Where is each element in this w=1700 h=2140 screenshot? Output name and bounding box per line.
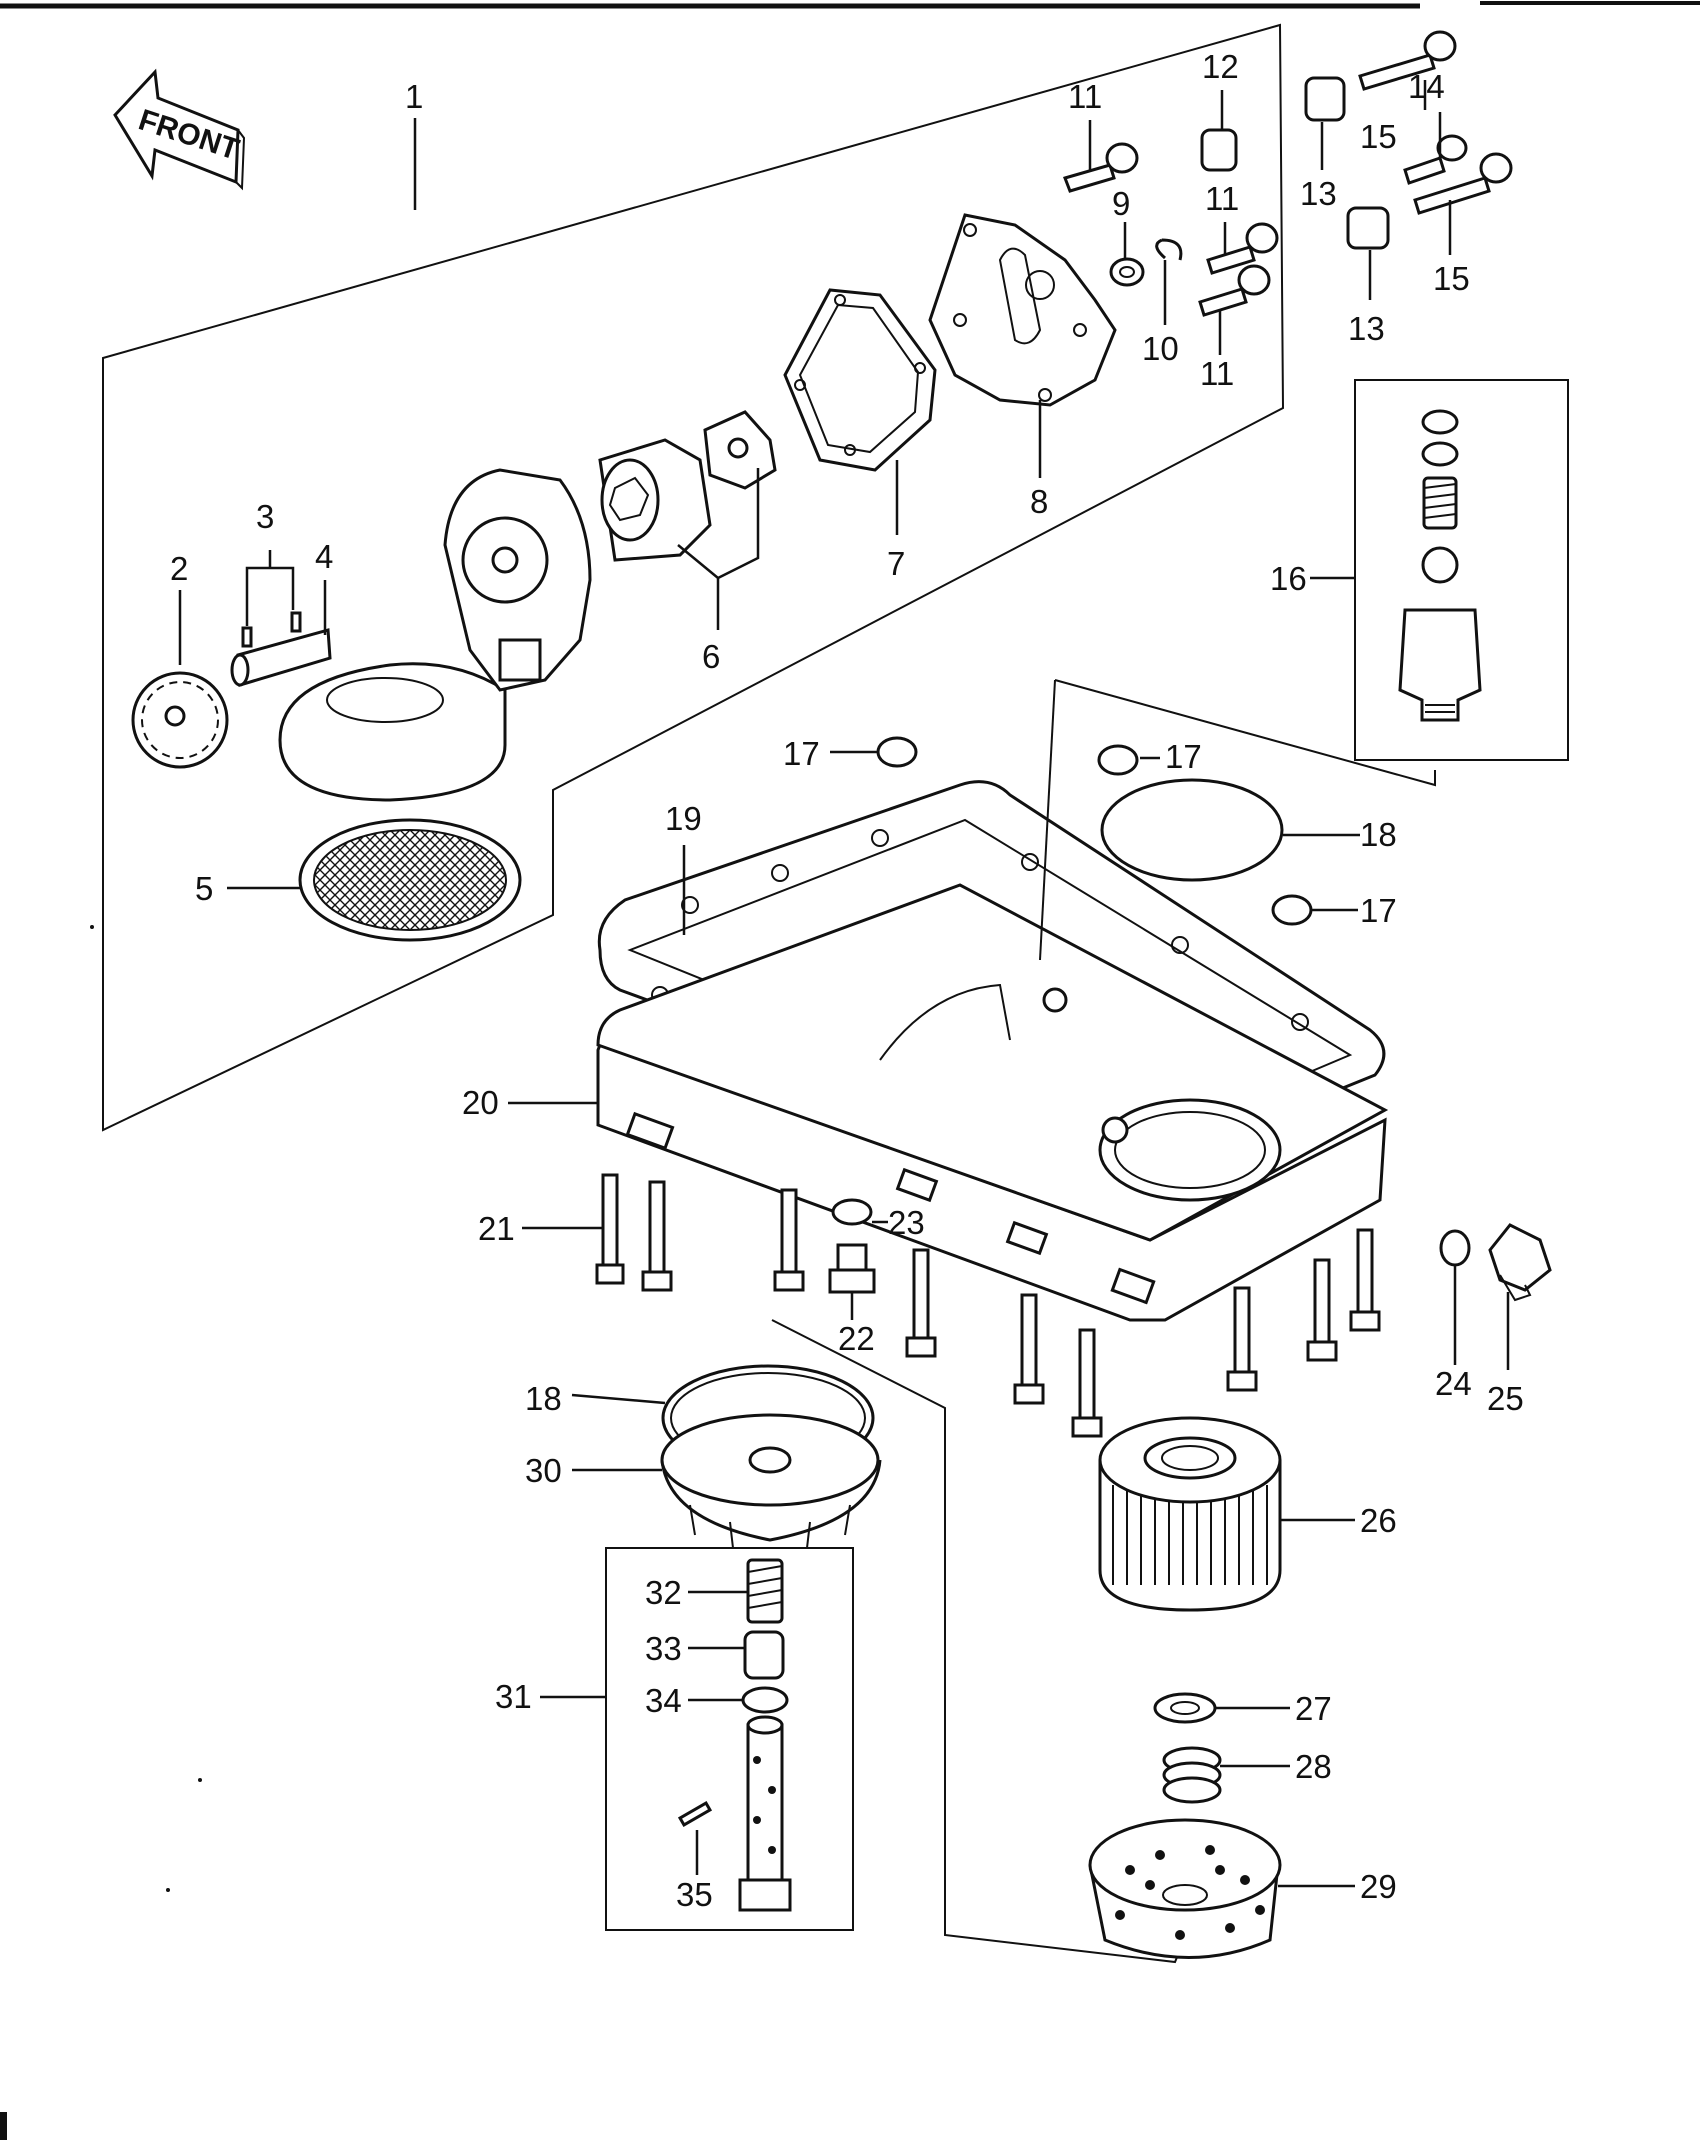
seal-ring-part xyxy=(876,736,918,768)
bolt-part xyxy=(1206,222,1279,275)
bolt-part xyxy=(1403,134,1468,185)
pan-group-outline xyxy=(1039,679,1056,961)
callout-number: 18 xyxy=(525,1380,562,1417)
callout-number: 35 xyxy=(676,1876,713,1913)
callout-number: 15 xyxy=(1360,118,1397,155)
filter-cover-part xyxy=(660,1413,882,1549)
seal-ring-part xyxy=(1097,744,1139,776)
washer-part xyxy=(1153,1692,1217,1724)
callout-number: 10 xyxy=(1142,330,1179,367)
relief-valve-parts xyxy=(1398,409,1482,722)
callout-number: 34 xyxy=(645,1682,682,1719)
pan-group-outline xyxy=(1054,679,1436,787)
scan-dot xyxy=(166,1888,170,1892)
pump-shaft-part xyxy=(230,628,332,687)
bypass-valve-parts xyxy=(677,1558,792,1912)
o-ring-part xyxy=(1100,778,1284,882)
bolt-part xyxy=(1358,30,1457,91)
oil-pan-part xyxy=(596,883,1389,1322)
pan-plug-part xyxy=(828,1243,876,1294)
callout-number: 22 xyxy=(838,1320,875,1357)
pan-bolt-part xyxy=(595,1173,1381,1438)
oil-pump-body-part xyxy=(278,468,592,802)
pump-gasket-part xyxy=(783,288,937,472)
oil-pump-sprocket-part xyxy=(131,671,229,769)
relief-valve-group-outline xyxy=(1354,379,1569,761)
callout-number: 11 xyxy=(1205,180,1239,217)
scan-dot xyxy=(198,1778,202,1782)
callout-number: 11 xyxy=(1200,355,1234,392)
spring-part xyxy=(1162,1746,1222,1804)
callout-number: 28 xyxy=(1295,1748,1332,1785)
callout-number: 12 xyxy=(1202,48,1239,85)
corner-mark xyxy=(0,2112,7,2140)
callout-number: 20 xyxy=(462,1084,499,1121)
callout-number: 24 xyxy=(1435,1365,1472,1402)
callout-number: 13 xyxy=(1348,310,1385,347)
callout-number: 23 xyxy=(888,1204,925,1241)
callout-number: 9 xyxy=(1112,185,1130,222)
callout-number: 29 xyxy=(1360,1868,1397,1905)
callout-number: 17 xyxy=(783,735,820,772)
clip-part xyxy=(1155,238,1183,261)
callout-number: 27 xyxy=(1295,1690,1332,1727)
callout-number: 7 xyxy=(887,545,905,582)
callout-number: 25 xyxy=(1487,1380,1524,1417)
spacer-part xyxy=(1304,76,1346,122)
filter-case-part xyxy=(1088,1818,1282,1959)
callout-number: 19 xyxy=(665,800,702,837)
callout-number: 33 xyxy=(645,1630,682,1667)
callout-number: 30 xyxy=(525,1452,562,1489)
callout-number: 14 xyxy=(1408,68,1445,105)
callout-number: 17 xyxy=(1360,892,1397,929)
inner-rotor-part xyxy=(703,410,777,490)
front-arrow-icon: FRONT xyxy=(113,68,246,191)
leader-lines xyxy=(178,80,1510,1888)
callout-number: 11 xyxy=(1068,78,1102,115)
callout-number: 4 xyxy=(315,538,333,575)
oil-filter-element-part xyxy=(1098,1416,1282,1612)
bolt-part xyxy=(1198,264,1271,317)
washer-hole xyxy=(1170,1701,1200,1715)
callout-number: 21 xyxy=(478,1210,515,1247)
pump-cover-part xyxy=(928,213,1117,407)
callout-number: 3 xyxy=(256,498,274,535)
o-ring-part xyxy=(1439,1229,1471,1267)
bypass-valve-group-outline xyxy=(605,1547,854,1931)
callout-number: 17 xyxy=(1165,738,1202,775)
pump-group-outline xyxy=(102,23,1285,1132)
callout-number: 26 xyxy=(1360,1502,1397,1539)
spacer-part xyxy=(1200,128,1238,172)
washer-hole xyxy=(1119,266,1135,278)
callout-number: 16 xyxy=(1270,560,1307,597)
washer-part xyxy=(831,1198,873,1226)
callout-number: 13 xyxy=(1300,175,1337,212)
spacer-part xyxy=(1346,206,1390,250)
outer-rotor-part xyxy=(598,438,712,562)
washer-part xyxy=(1109,257,1145,287)
drain-plug-part xyxy=(1488,1223,1552,1302)
oil-strainer-part xyxy=(298,818,522,942)
callout-number: 1 xyxy=(405,78,423,115)
seal-ring-part xyxy=(1271,894,1313,926)
callout-number: 31 xyxy=(495,1678,532,1715)
callout-number: 6 xyxy=(702,638,720,675)
bolt-part xyxy=(1063,142,1139,193)
callout-number: 2 xyxy=(170,550,188,587)
bolt-part xyxy=(1413,152,1513,215)
callout-number: 15 xyxy=(1433,260,1470,297)
callout-number: 5 xyxy=(195,870,213,907)
callout-number: 32 xyxy=(645,1574,682,1611)
callout-number: 8 xyxy=(1030,483,1048,520)
pin-part xyxy=(241,626,253,648)
callout-number: 18 xyxy=(1360,816,1397,853)
pin-part xyxy=(290,611,302,633)
scan-dot xyxy=(90,925,94,929)
